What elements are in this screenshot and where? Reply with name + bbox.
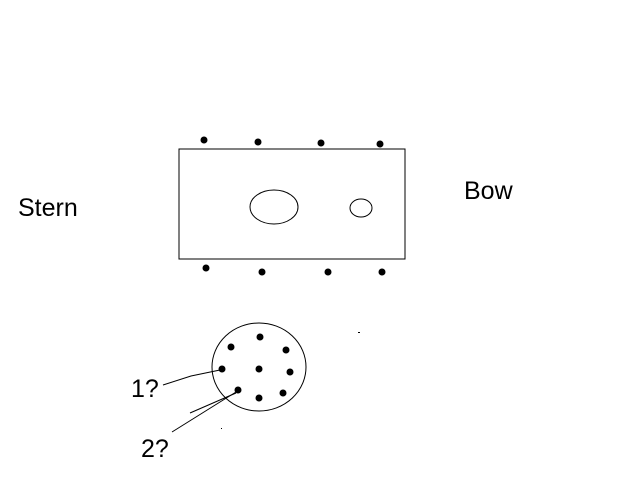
top-dot [317,139,325,147]
hull-rectangle [178,148,406,260]
top-edge-dots [200,136,384,148]
callout-2-leader-secondary [189,392,237,414]
detail-dot [227,343,235,351]
detail-dot [218,365,226,373]
detail-dot [234,386,242,394]
detail-dot [255,394,263,402]
stern-label: Stern [18,194,78,222]
bottom-edge-dots [202,264,386,276]
callout-2-leader [171,391,237,433]
bow-label: Bow [464,177,514,205]
top-dot [376,140,384,148]
detail-dot [279,389,287,397]
bottom-dot [324,268,332,276]
detail-dot [282,346,290,354]
stray-speck [358,332,360,333]
top-dot [200,136,208,144]
bottom-dot [378,268,386,276]
detail-circle-group [211,322,307,412]
detail-dot [286,368,294,376]
small-opening [349,198,373,218]
hull-group [178,148,406,260]
stray-speck [221,428,222,429]
callout-2-label: 2? [141,435,169,463]
detail-dot [256,333,264,341]
detail-dot [255,365,263,373]
top-dot [254,138,262,146]
callout-1-leader [162,369,221,386]
bottom-dot [258,268,266,276]
bottom-dot [202,264,210,272]
callout-1-label: 1? [131,375,159,403]
detail-circle [211,322,307,412]
large-opening [249,189,299,225]
